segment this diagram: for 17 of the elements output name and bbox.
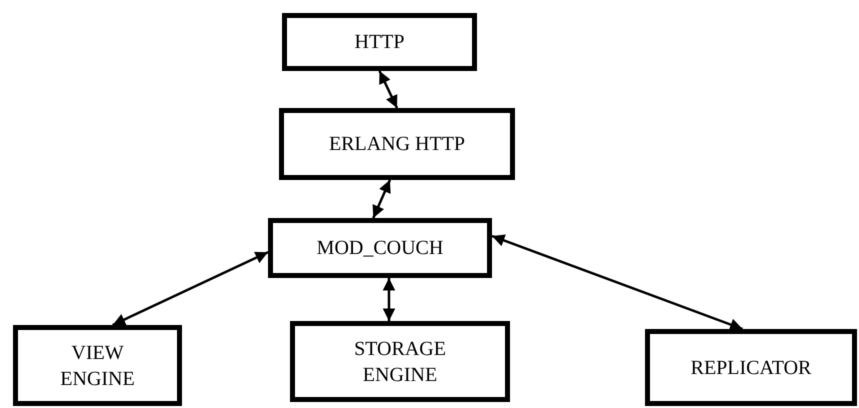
arrow (112, 251, 269, 326)
box-label: REPLICATOR (690, 356, 812, 380)
box-label: VIEW ENGINE (59, 340, 136, 392)
process-box (268, 218, 492, 278)
box-label: ERLANG HTTP (328, 132, 466, 157)
process-box (279, 108, 515, 180)
box-label: STORAGE ENGINE (353, 336, 447, 388)
process-box (290, 321, 510, 402)
arrow (492, 234, 743, 330)
process-box (13, 325, 182, 406)
arrow (382, 278, 396, 321)
box-label: HTTP (354, 30, 404, 55)
box-label: MOD_COUCH (316, 236, 444, 261)
arrow (378, 70, 398, 109)
process-box (645, 329, 857, 406)
process-box (282, 13, 477, 71)
arrow (372, 180, 392, 218)
